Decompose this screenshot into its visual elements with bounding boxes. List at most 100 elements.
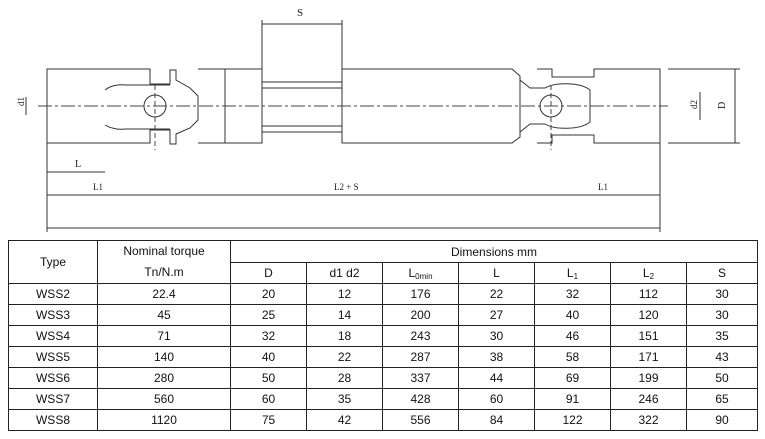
column-header: S (685, 262, 759, 284)
specification-table: Type Nominal torque Tn/N.m Dimensions mm… (8, 240, 759, 431)
table-cell: 22 (306, 346, 383, 368)
dimensions-header: Dimensions mm (229, 240, 759, 263)
column-header-main: S (718, 266, 727, 280)
table-cell: 556 (382, 409, 459, 431)
type-cell: WSS5 (8, 346, 98, 368)
table-cell: 65 (685, 388, 759, 410)
type-cell: WSS3 (8, 304, 98, 326)
label-l2-plus-s: L2 + S (334, 182, 359, 192)
table-cell: 22.4 (97, 283, 231, 305)
table-cell: 1120 (97, 409, 231, 431)
table-cell: 45 (97, 304, 231, 326)
torque-unit-label: Tn/N.m (144, 265, 184, 279)
table-cell: 75 (230, 409, 307, 431)
table-cell: 20 (230, 283, 307, 305)
type-header: Type (8, 240, 98, 284)
column-header-main: d1 d2 (329, 266, 360, 280)
table-cell: 32 (534, 283, 611, 305)
table-cell: 200 (382, 304, 459, 326)
table-cell: 25 (230, 304, 307, 326)
right-tube (341, 68, 521, 144)
torque-header: Nominal torque Tn/N.m (97, 240, 231, 284)
table-cell: 151 (610, 325, 687, 347)
table-cell: 91 (534, 388, 611, 410)
table-cell: 14 (306, 304, 383, 326)
table-cell: 35 (685, 325, 759, 347)
column-header-sub: 2 (649, 271, 655, 281)
label-s: S (297, 7, 303, 19)
column-header-main: L (408, 265, 416, 280)
type-cell: WSS4 (8, 325, 98, 347)
column-header-main: D (264, 266, 273, 280)
technical-drawing: S d1 d2 D L L1 L2 + S L1 (16, 7, 740, 232)
table-cell: 120 (610, 304, 687, 326)
table-cell: 28 (306, 367, 383, 389)
table-cell: 12 (306, 283, 383, 305)
column-header-sub: 1 (573, 271, 579, 281)
table-cell: 243 (382, 325, 459, 347)
table-cell: 44 (458, 367, 535, 389)
table-cell: 50 (230, 367, 307, 389)
table-cell: 58 (534, 346, 611, 368)
table-cell: 32 (230, 325, 307, 347)
column-header-main: L (566, 265, 574, 280)
center-shaft (261, 81, 343, 133)
type-cell: WSS7 (8, 388, 98, 410)
column-header-main: L (493, 266, 500, 280)
table-cell: 35 (306, 388, 383, 410)
table-cell: 280 (97, 367, 231, 389)
torque-header-label: Nominal torque (123, 244, 205, 258)
table-cell: 199 (610, 367, 687, 389)
column-header: D (230, 262, 307, 284)
table-cell: 43 (685, 346, 759, 368)
label-l: L (75, 159, 81, 170)
table-cell: 69 (534, 367, 611, 389)
table-cell: 50 (685, 367, 759, 389)
table-cell: 27 (458, 304, 535, 326)
table-cell: 30 (685, 304, 759, 326)
table-cell: 560 (97, 388, 231, 410)
table-cell: 71 (97, 325, 231, 347)
column-header: L0min (382, 262, 459, 284)
column-header-main: L (642, 265, 650, 280)
table-cell: 287 (382, 346, 459, 368)
column-header: L2 (610, 262, 687, 284)
table-cell: 30 (458, 325, 535, 347)
table-cell: 22 (458, 283, 535, 305)
type-cell: WSS8 (8, 409, 98, 431)
table-cell: 84 (458, 409, 535, 431)
table-cell: 60 (458, 388, 535, 410)
table-cell: 337 (382, 367, 459, 389)
label-l1-right: L1 (598, 182, 608, 192)
table-cell: 42 (306, 409, 383, 431)
column-header: L (458, 262, 535, 284)
table-cell: 60 (230, 388, 307, 410)
table-cell: 30 (685, 283, 759, 305)
table-cell: 140 (97, 346, 231, 368)
column-header: d1 d2 (306, 262, 383, 284)
table-cell: 38 (458, 346, 535, 368)
table-cell: 40 (230, 346, 307, 368)
label-l1-left: L1 (93, 182, 103, 192)
table-cell: 122 (534, 409, 611, 431)
table-cell: 112 (610, 283, 687, 305)
table-cell: 46 (534, 325, 611, 347)
left-yoke-outline (46, 68, 199, 145)
table-cell: 40 (534, 304, 611, 326)
label-d1: d1 (16, 97, 26, 106)
label-d: D (717, 102, 728, 109)
label-d2: d2 (689, 100, 699, 109)
column-header: L1 (534, 262, 611, 284)
table-cell: 428 (382, 388, 459, 410)
type-cell: WSS6 (8, 367, 98, 389)
column-header-sub: 0min (415, 271, 433, 281)
